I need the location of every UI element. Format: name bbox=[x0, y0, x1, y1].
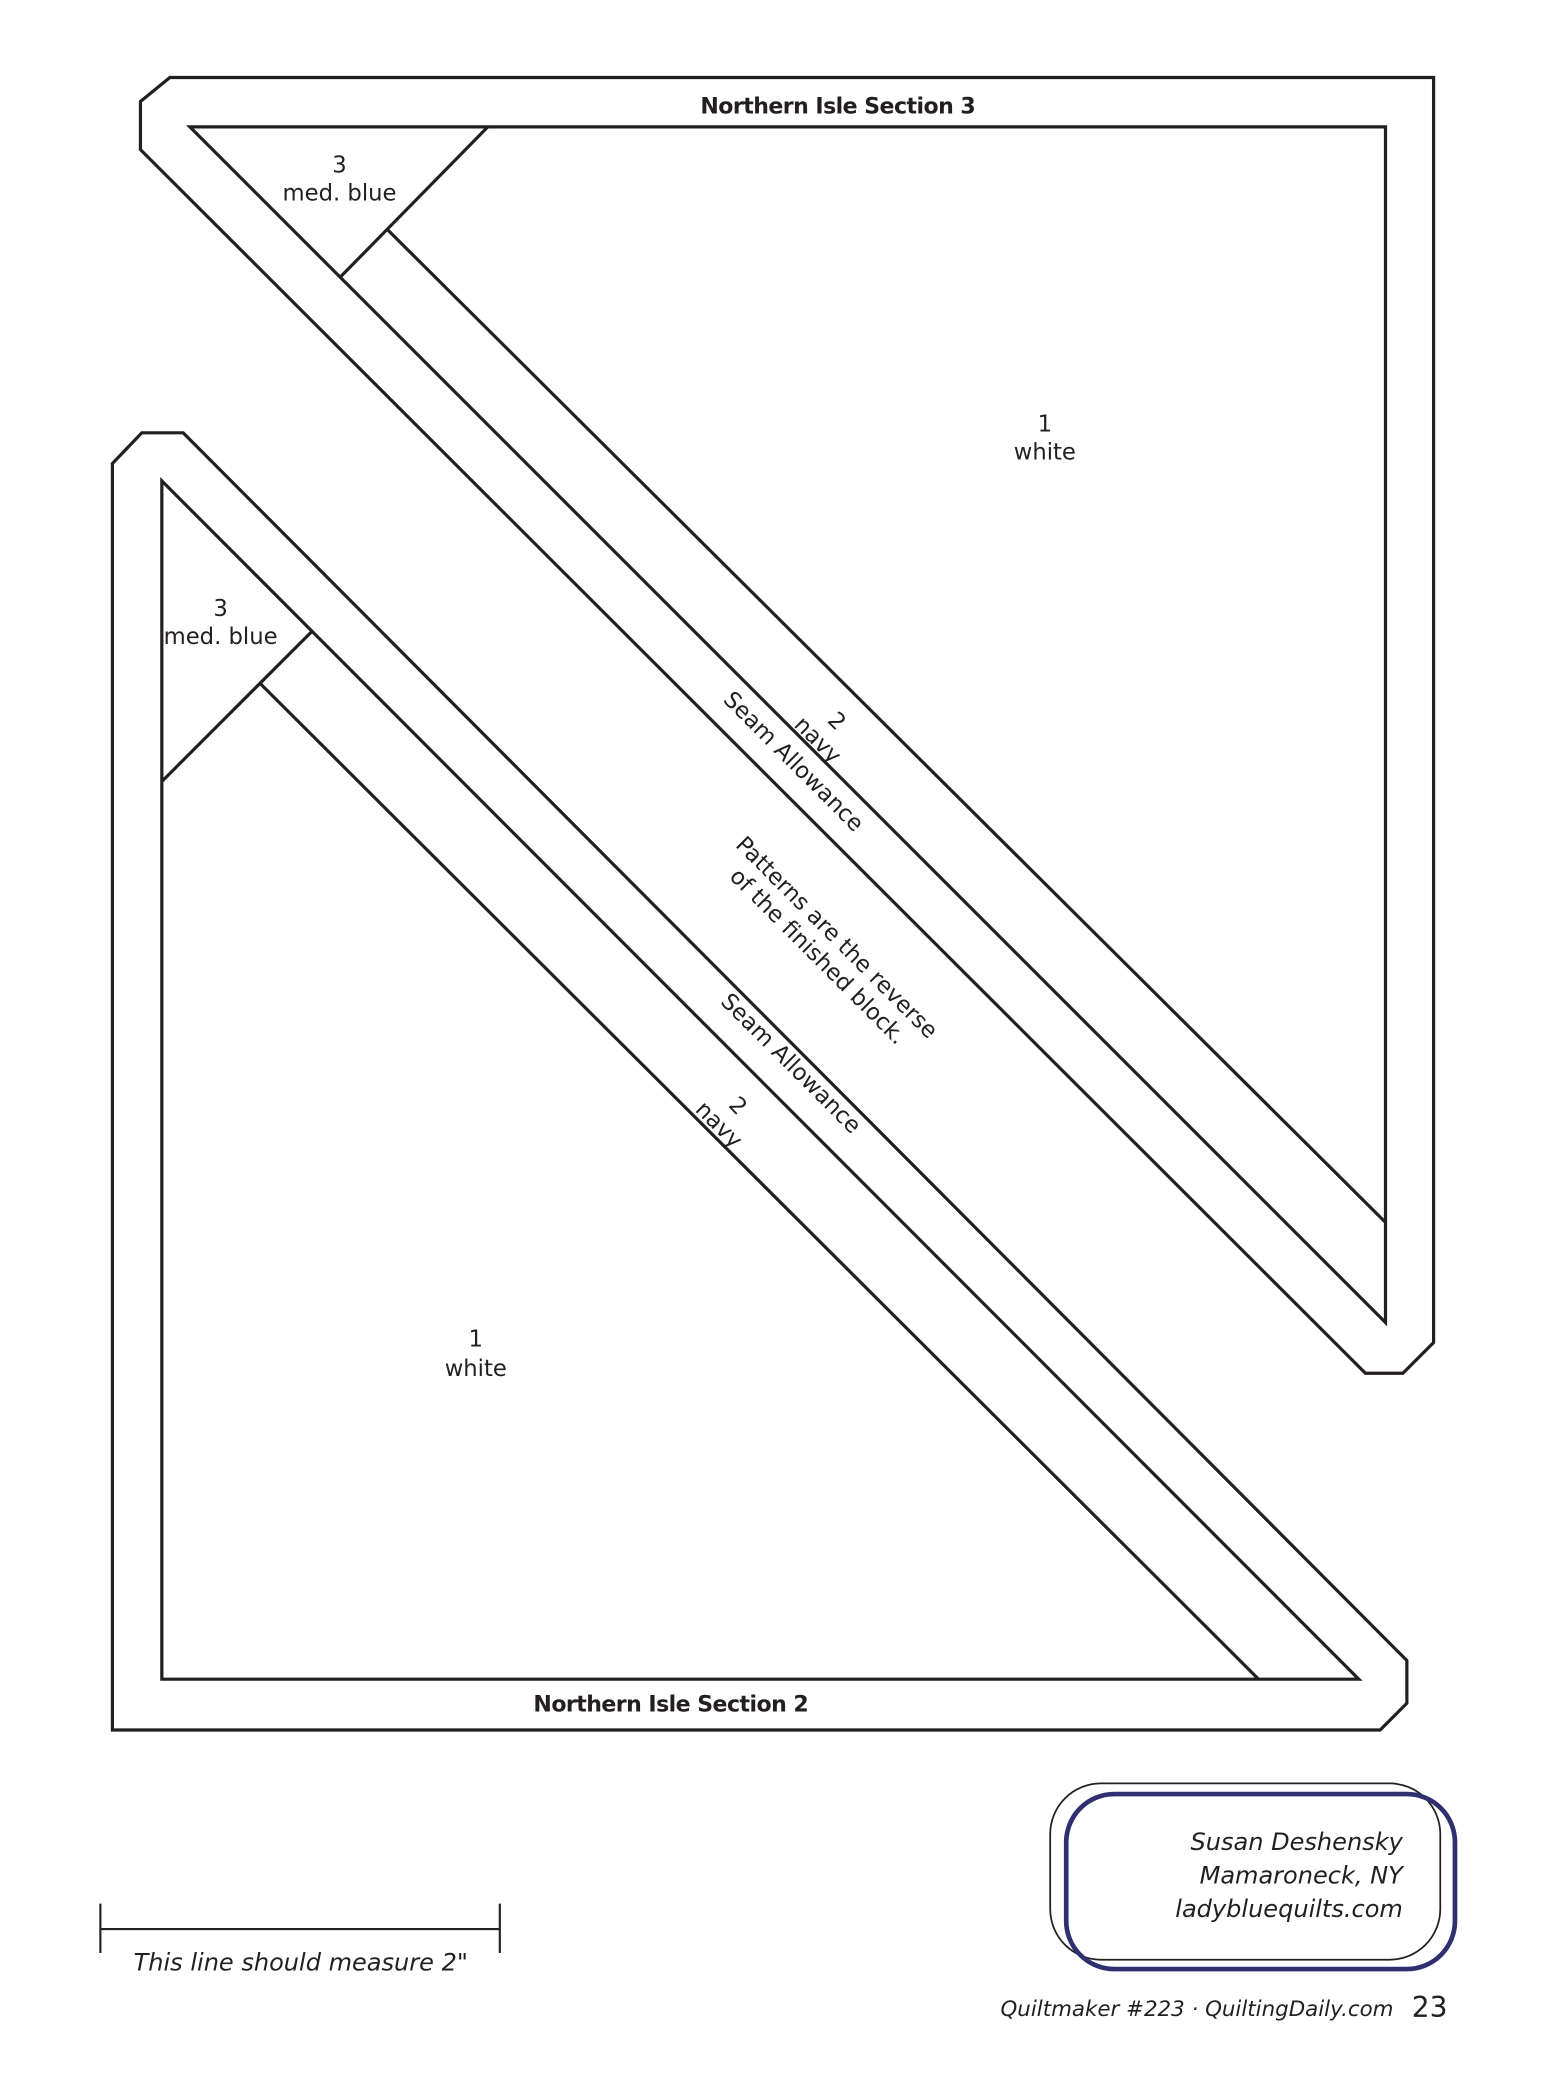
section-2-piece2-line bbox=[259, 682, 1260, 1681]
section-2-title: Northern Isle Section 2 bbox=[533, 1692, 808, 1717]
section-2-seam-allowance-label: Seam Allowance bbox=[715, 988, 866, 1139]
section-3-piece1-number: 1 bbox=[1038, 411, 1052, 437]
section-3-piece3-number: 3 bbox=[332, 152, 346, 178]
scale-line bbox=[99, 1903, 501, 1954]
designer-website: ladybluequilts.com bbox=[1175, 1895, 1403, 1923]
section-3-piece2-line bbox=[386, 228, 1387, 1224]
section-2-piece1-color: white bbox=[445, 1356, 507, 1382]
scale-label: This line should measure 2" bbox=[134, 1948, 468, 1976]
section-2-piece3-color: med. blue bbox=[164, 624, 278, 650]
section-2-outer-seam-line bbox=[110, 431, 1409, 1732]
section-3-template: Northern Isle Section 3 3 med. blue 1 wh… bbox=[138, 75, 1436, 1375]
section-3-piece3-color: med. blue bbox=[283, 180, 397, 206]
section-3-title: Northern Isle Section 3 bbox=[700, 95, 975, 120]
section-2-piece3-number: 3 bbox=[213, 596, 227, 622]
section-3-finished-outline bbox=[186, 125, 1388, 1327]
credit-frame-outer bbox=[1049, 1782, 1442, 1961]
section-3-piece1-color: white bbox=[1014, 440, 1076, 466]
section-2-finished-outline bbox=[160, 477, 1363, 1681]
scale-check: This line should measure 2" bbox=[99, 1903, 501, 1976]
section-2-piece1-number: 1 bbox=[469, 1327, 483, 1353]
section-3-outer-seam-line bbox=[138, 75, 1436, 1375]
section-3-seam-allowance-label: Seam Allowance bbox=[718, 687, 869, 838]
designer-credit: Susan Deshensky Mamaroneck, NY ladyblueq… bbox=[1049, 1782, 1458, 1972]
page-number: 23 bbox=[1412, 1991, 1448, 2024]
designer-name: Susan Deshensky bbox=[1191, 1828, 1404, 1856]
footer-publication: Quiltmaker #223 · QuiltingDaily.com bbox=[1000, 1997, 1393, 2022]
credit-frame-navy bbox=[1063, 1791, 1458, 1972]
section-2-piece3-line bbox=[160, 630, 313, 783]
section-3-piece3-line bbox=[339, 125, 489, 278]
section-2-template: Northern Isle Section 2 3 med. blue 1 wh… bbox=[110, 431, 1409, 1732]
designer-location: Mamaroneck, NY bbox=[1200, 1862, 1406, 1890]
